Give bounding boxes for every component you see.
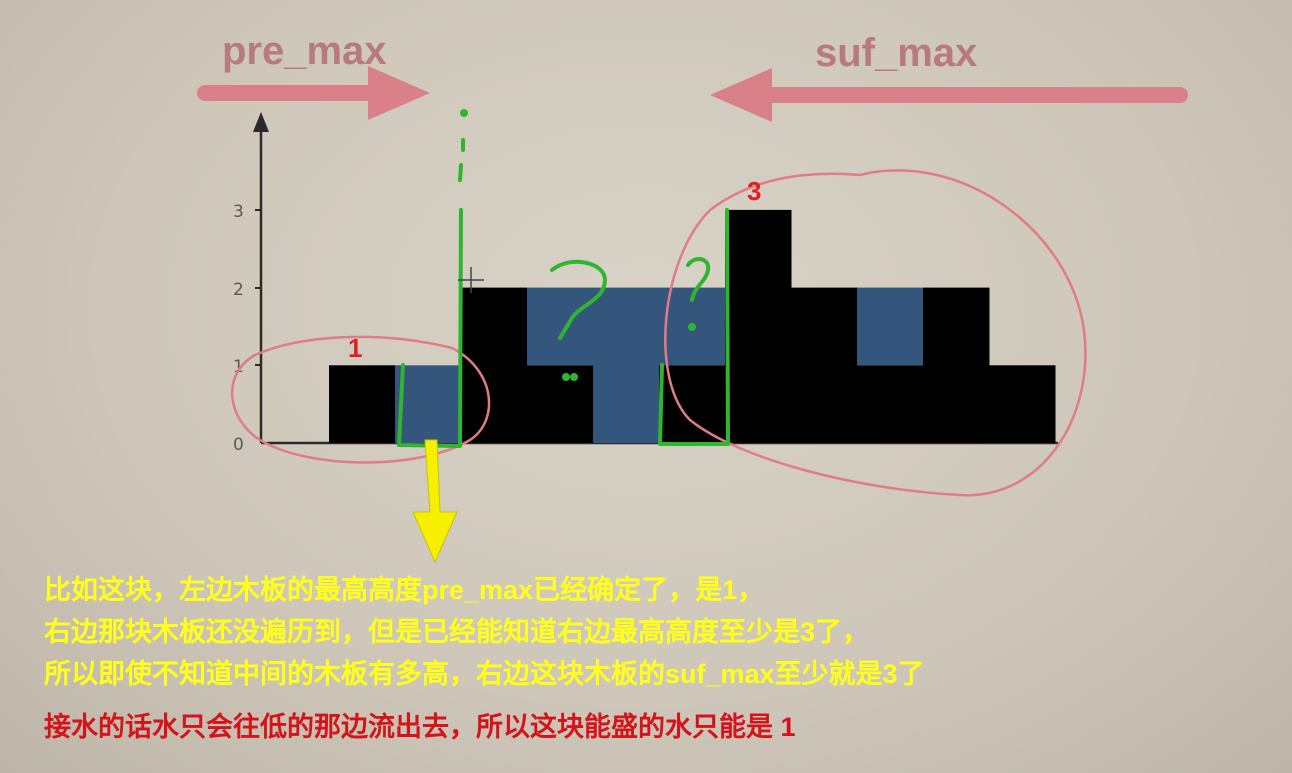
right-bucket-outline	[658, 208, 730, 446]
y-tick-3: 3	[233, 202, 244, 222]
caption-line-4: 接水的话水只会往低的那边流出去，所以这块能盛的水只能是 1	[44, 712, 796, 742]
bar-7	[725, 209, 792, 443]
bar-group	[329, 209, 1056, 443]
down-arrow-icon	[412, 439, 458, 564]
y-tick-1: 1	[233, 357, 244, 377]
middle-question-curve	[550, 259, 607, 340]
y-tick-0: 0	[233, 435, 244, 455]
suf-max-label: suf_max	[815, 31, 977, 75]
water-9	[857, 287, 924, 366]
water-5	[593, 287, 660, 443]
bar-8	[791, 287, 858, 443]
caption-line-2: 右边那块木板还没遍历到，但是已经能知道右边最高高度至少是3了，	[44, 617, 870, 647]
right-circle	[664, 169, 1087, 497]
y-tick-2: 2	[233, 280, 244, 300]
water-4	[527, 287, 594, 366]
water-2	[395, 365, 462, 443]
right-question-curve	[686, 257, 711, 302]
bar-3	[461, 287, 528, 443]
caption-line-3: 所以即使不知道中间的木板有多高，右边这块木板的suf_max至少就是3了	[44, 659, 925, 689]
left-circle	[231, 335, 491, 464]
left-max-mark: 1	[348, 333, 362, 363]
pre-max-arrow	[197, 66, 430, 120]
bar-1	[329, 365, 396, 443]
crosshair-cursor-icon	[458, 267, 484, 293]
bar-10	[923, 287, 990, 443]
pre-max-label: pre_max	[222, 29, 387, 73]
circle-annotations	[231, 169, 1087, 497]
bar-11	[989, 365, 1056, 443]
right-max-mark: 3	[747, 176, 761, 206]
bar-9	[857, 365, 924, 443]
caption-line-1: 比如这块，左边木板的最高高度pre_max已经确定了，是1，	[44, 575, 765, 605]
suf-max-arrow	[710, 68, 1188, 122]
bar-4	[527, 365, 594, 443]
